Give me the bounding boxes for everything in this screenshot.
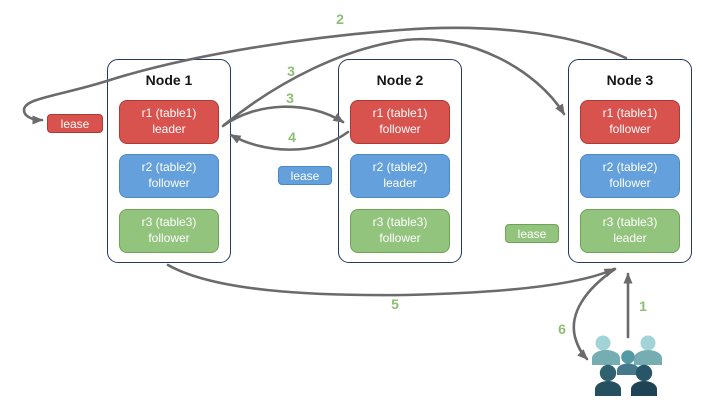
- node-card-2: Node 2 r1 (table1) follower r2 (table2) …: [338, 59, 462, 263]
- replica-r2-node1: r2 (table2) follower: [119, 154, 219, 198]
- step-label-4: 4: [288, 129, 296, 145]
- replica-name: r1 (table1): [602, 106, 658, 121]
- replica-role: follower: [379, 231, 421, 245]
- lease-badge-red: lease: [47, 114, 103, 133]
- replica-name: r3 (table3): [141, 215, 197, 230]
- person-back-left: [592, 335, 620, 365]
- replica-name: r2 (table2): [141, 160, 197, 175]
- node-card-1: Node 1 r1 (table1) leader r2 (table2) fo…: [107, 59, 231, 263]
- lease-label: lease: [60, 116, 90, 131]
- replica-name: r3 (table3): [372, 215, 428, 230]
- users-group-icon: [592, 335, 662, 396]
- replica-name: r1 (table1): [141, 106, 197, 121]
- replica-name: r2 (table2): [372, 160, 428, 175]
- replica-role: follower: [148, 231, 190, 245]
- replica-name: r3 (table3): [602, 215, 658, 230]
- replica-r3-node3: r3 (table3) leader: [580, 209, 680, 253]
- step-label-3b: 3: [286, 90, 294, 106]
- replica-role: follower: [379, 122, 421, 136]
- replica-role: follower: [609, 176, 651, 190]
- person-center: [617, 350, 639, 375]
- arrow-step-5: [166, 263, 616, 297]
- lease-badge-green: lease: [505, 224, 559, 243]
- replica-name: r2 (table2): [602, 160, 658, 175]
- replica-r1-node2: r1 (table1) follower: [350, 100, 450, 144]
- person-front-left: [595, 364, 621, 396]
- replica-name: r1 (table1): [372, 106, 428, 121]
- replica-r2-node3: r2 (table2) follower: [580, 154, 680, 198]
- replica-role: leader: [152, 122, 186, 136]
- node-title: Node 2: [376, 72, 424, 88]
- step-label-1: 1: [639, 298, 647, 314]
- replica-role: leader: [613, 231, 647, 245]
- replica-r2-node2: r2 (table2) leader: [350, 154, 450, 198]
- node-title: Node 3: [606, 72, 654, 88]
- replica-r3-node2: r3 (table3) follower: [350, 209, 450, 253]
- person-front-right: [631, 364, 657, 396]
- arrow-step-3-to-node2: [221, 105, 345, 128]
- replica-r3-node1: r3 (table3) follower: [119, 209, 219, 253]
- node-title: Node 1: [145, 72, 193, 88]
- replica-role: follower: [609, 122, 651, 136]
- lease-label: lease: [517, 226, 547, 241]
- step-label-5: 5: [391, 296, 399, 312]
- replica-role: follower: [148, 176, 190, 190]
- person-back-right: [634, 335, 662, 365]
- lease-label: lease: [290, 168, 320, 183]
- replica-r1-node1: r1 (table1) leader: [119, 100, 219, 144]
- replica-r1-node3: r1 (table1) follower: [580, 100, 680, 144]
- lease-badge-blue: lease: [278, 166, 332, 185]
- step-label-6: 6: [558, 321, 566, 337]
- step-label-2: 2: [336, 11, 344, 27]
- step-label-3a: 3: [287, 63, 295, 79]
- replica-role: leader: [383, 176, 417, 190]
- node-card-3: Node 3 r1 (table1) follower r2 (table2) …: [568, 59, 692, 263]
